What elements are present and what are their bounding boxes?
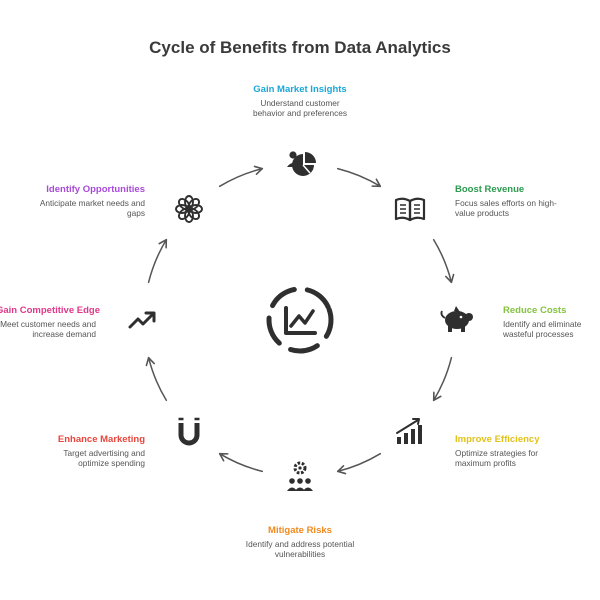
cycle-arrow bbox=[432, 356, 453, 402]
step-title: Gain Market Insights bbox=[253, 84, 347, 95]
cycle-arrow bbox=[147, 238, 168, 284]
step-description: Understand customer behavior and prefere… bbox=[252, 98, 348, 119]
cycle-arrow bbox=[218, 165, 264, 188]
step-identify-opportunities: Identify Opportunities Anticipate market… bbox=[25, 184, 145, 219]
step-description: Optimize strategies for maximum profits bbox=[455, 448, 538, 469]
trending-up-icon bbox=[128, 311, 156, 329]
step-description: Target advertising and optimize spending bbox=[63, 448, 145, 469]
open-book-icon bbox=[394, 197, 426, 222]
step-title: Mitigate Risks bbox=[268, 525, 332, 536]
analytics-cycle-icon bbox=[266, 286, 334, 354]
cycle-arrow bbox=[336, 452, 382, 475]
cycle-arrows bbox=[145, 165, 455, 475]
step-improve-efficiency: Improve Efficiency Optimize strategies f… bbox=[455, 434, 575, 469]
pie-chart-user-icon bbox=[287, 151, 316, 176]
step-title: Boost Revenue bbox=[455, 184, 525, 195]
step-description: Anticipate market needs and gaps bbox=[39, 198, 145, 219]
step-description: Focus sales efforts on high-value produc… bbox=[455, 198, 557, 219]
step-boost-revenue: Boost Revenue Focus sales efforts on hig… bbox=[455, 184, 575, 219]
cycle-arrow bbox=[145, 356, 168, 402]
step-description: Meet customer needs and increase demand bbox=[0, 319, 96, 340]
cycle-arrow bbox=[432, 238, 455, 284]
flower-icon bbox=[175, 195, 203, 223]
step-description: Identify and address potential vulnerabi… bbox=[245, 539, 355, 560]
step-gain-market-insights: Gain Market Insights Understand customer… bbox=[200, 84, 400, 119]
step-reduce-costs: Reduce Costs Identify and eliminate wast… bbox=[503, 305, 599, 340]
step-title: Identify Opportunities bbox=[46, 184, 145, 195]
cycle-arrow bbox=[336, 167, 382, 188]
step-gain-competitive-edge: Gain Competitive Edge Meet customer need… bbox=[0, 305, 100, 340]
step-title: Reduce Costs bbox=[503, 305, 567, 316]
step-title: Gain Competitive Edge bbox=[0, 305, 100, 316]
bar-chart-growth-icon bbox=[396, 418, 422, 444]
step-title: Enhance Marketing bbox=[57, 434, 145, 445]
step-enhance-marketing: Enhance Marketing Target advertising and… bbox=[25, 434, 145, 469]
step-title: Improve Efficiency bbox=[455, 434, 540, 445]
magnet-icon bbox=[178, 417, 200, 446]
page-title: Cycle of Benefits from Data Analytics bbox=[149, 38, 451, 57]
piggy-bank-icon bbox=[440, 306, 473, 332]
cycle-arrow bbox=[218, 452, 264, 473]
step-description: Identify and eliminate wasteful processe… bbox=[503, 319, 582, 340]
step-mitigate-risks: Mitigate Risks Identify and address pote… bbox=[200, 525, 400, 560]
team-gear-icon bbox=[287, 461, 313, 491]
